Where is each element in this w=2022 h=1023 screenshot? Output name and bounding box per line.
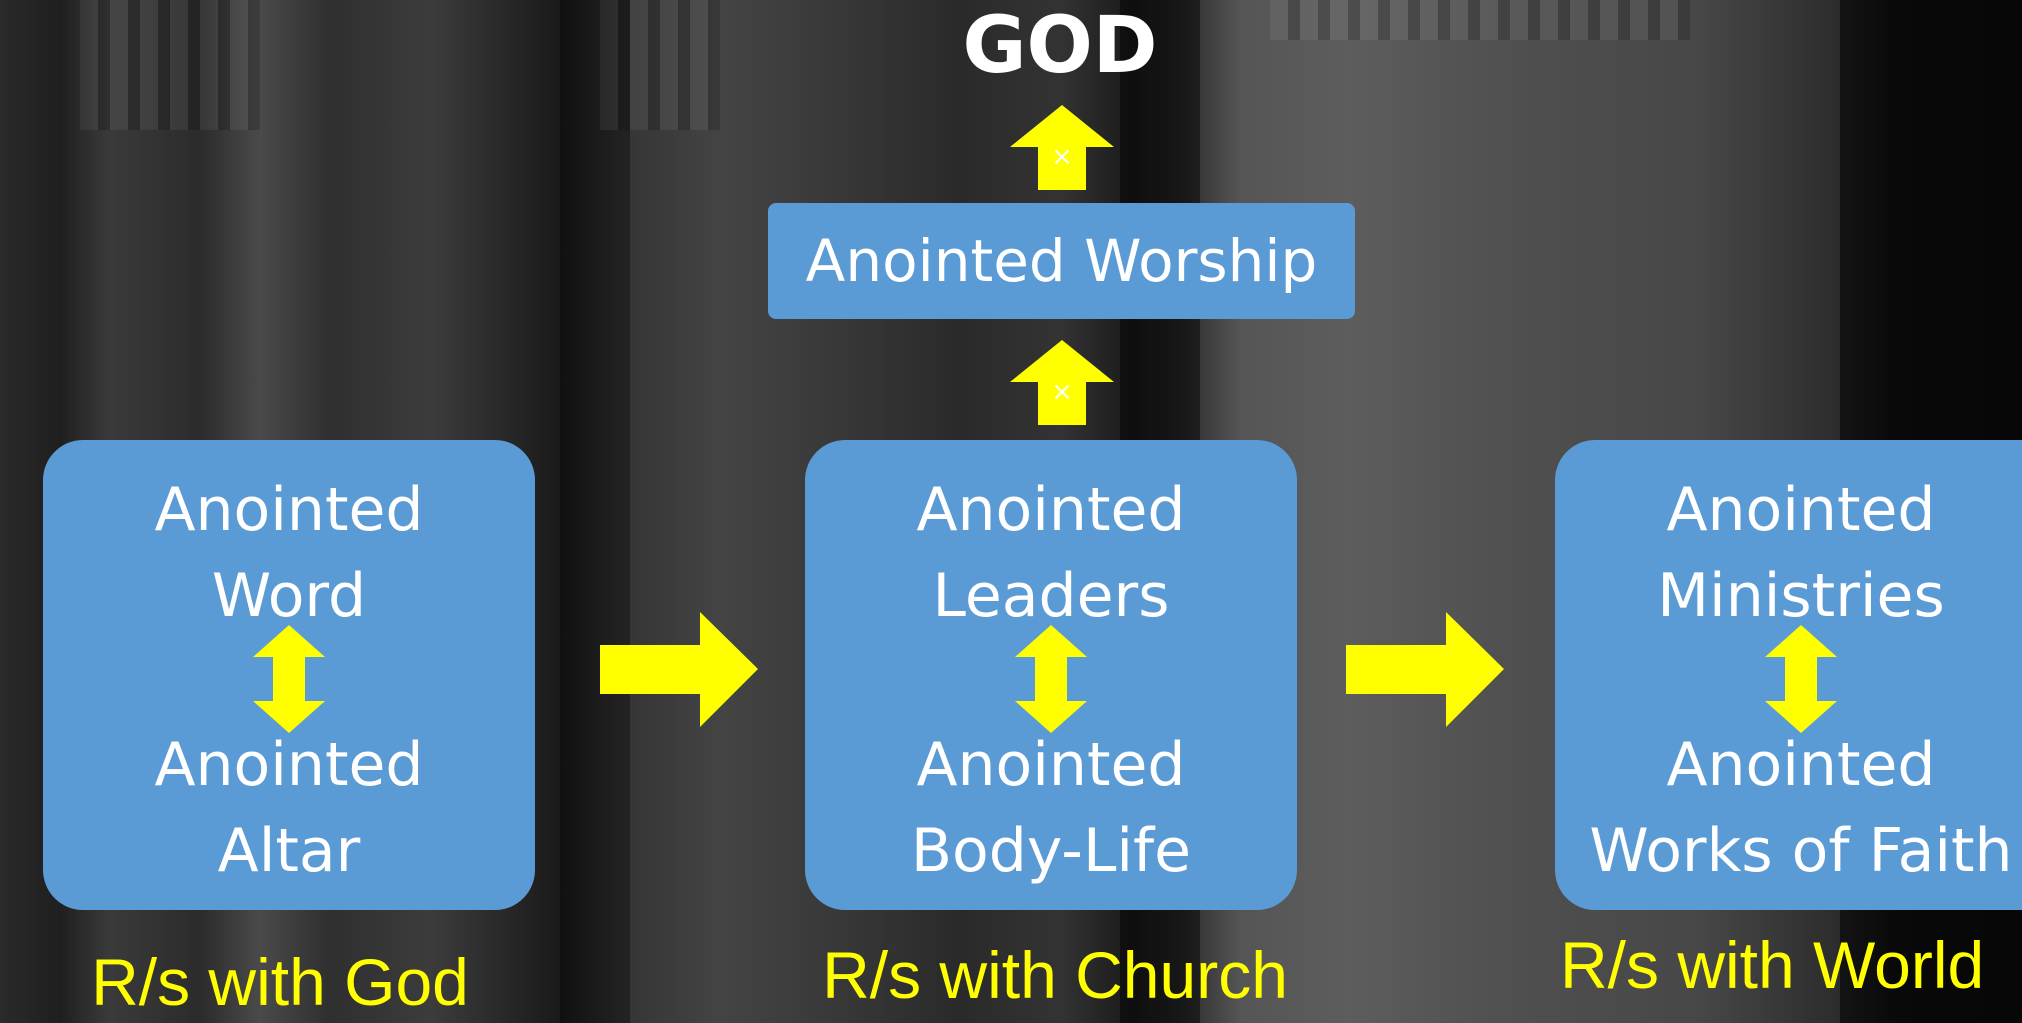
card-line: Leaders: [932, 561, 1170, 631]
svg-text:×: ×: [1051, 142, 1073, 172]
arrow-up-icon: ×: [1010, 105, 1114, 190]
card-line: Ministries: [1657, 561, 1945, 631]
svg-text:×: ×: [1051, 377, 1073, 407]
card-word-altar: Anointed Word Anointed Altar: [43, 440, 535, 910]
double-arrow-icon: [1015, 625, 1087, 733]
card-line: Anointed: [916, 730, 1186, 800]
anointed-worship-box: Anointed Worship: [768, 203, 1355, 319]
relation-label-god: R/s with God: [91, 945, 469, 1019]
pillar-capital: [80, 0, 260, 130]
arrow-right-icon: [1346, 612, 1504, 727]
card-ministries-works: Anointed Ministries Anointed Works of Fa…: [1555, 440, 2022, 910]
pillar-shadow: [560, 0, 630, 1023]
card-line: Body-Life: [910, 816, 1192, 886]
card-line: Anointed: [154, 730, 424, 800]
arrow-right-icon: [600, 612, 758, 727]
card-line: Anointed: [154, 475, 424, 545]
diagram-title: GOD: [962, 1, 1158, 91]
pillar-capital: [1270, 0, 1690, 40]
card-line: Altar: [217, 816, 361, 886]
relation-label-church: R/s with Church: [822, 938, 1288, 1012]
pillar-capital: [600, 0, 720, 130]
card-line: Anointed: [1666, 730, 1936, 800]
card-line: Anointed: [1666, 475, 1936, 545]
double-arrow-icon: [1765, 625, 1837, 733]
card-line: Word: [211, 561, 367, 631]
relation-label-world: R/s with World: [1560, 928, 1985, 1002]
card-line: Anointed: [916, 475, 1186, 545]
arrow-up-icon: ×: [1010, 340, 1114, 425]
card-leaders-bodylife: Anointed Leaders Anointed Body-Life: [805, 440, 1297, 910]
double-arrow-icon: [253, 625, 325, 733]
card-line: Works of Faith: [1589, 816, 2013, 886]
